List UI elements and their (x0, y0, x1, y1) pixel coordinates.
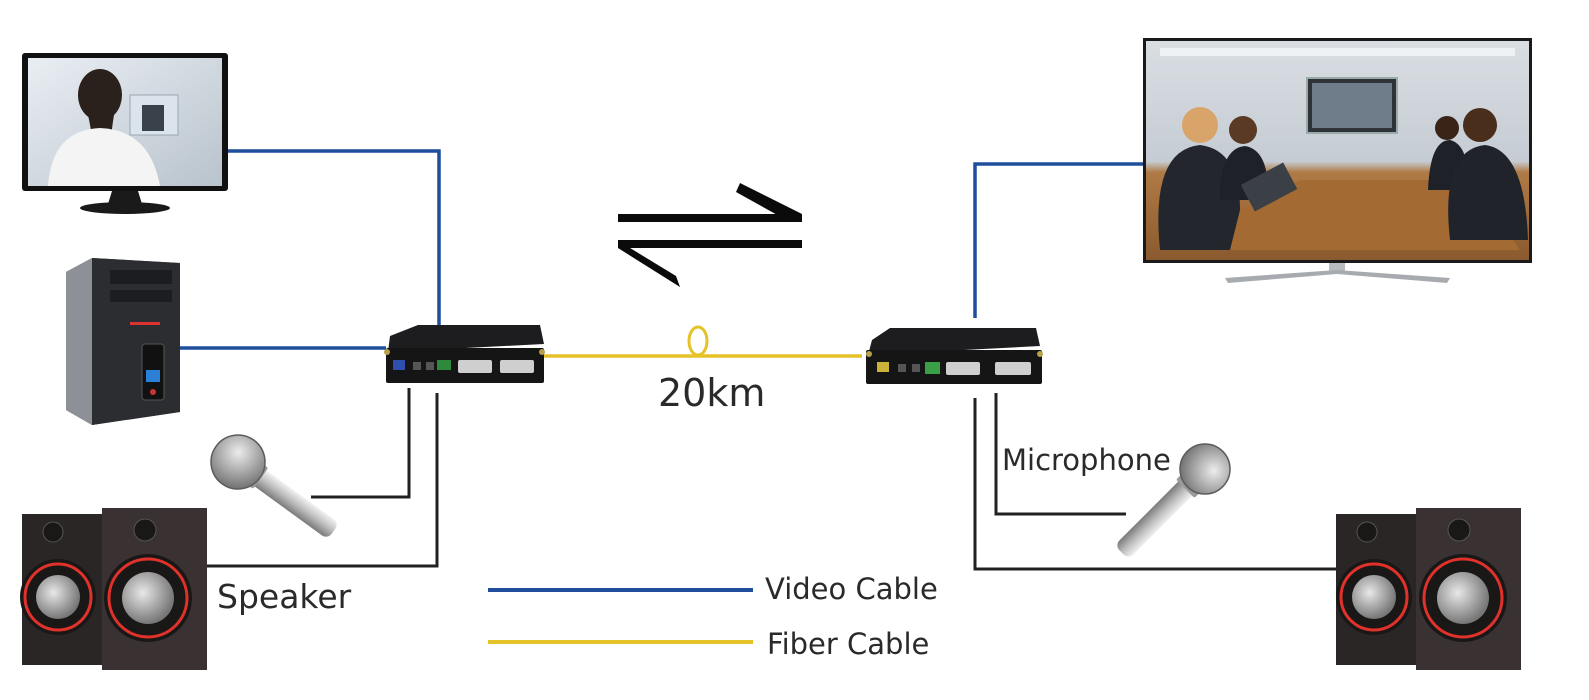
monitor-icon (22, 53, 228, 214)
speaker-icon (20, 508, 207, 670)
distance-label: 20km (658, 371, 765, 415)
tv-icon (1143, 38, 1532, 283)
audio-cable-speaker-right (973, 398, 1340, 571)
legend: Video Cable Fiber Cable (488, 572, 938, 661)
legend-label-fiber: Fiber Cable (767, 627, 929, 661)
audio-cable-mic-left (311, 388, 411, 499)
video-cable-tv (973, 162, 1143, 318)
microphone-icon (1117, 443, 1231, 557)
fiber-coil (687, 325, 709, 357)
fiber-extender-icon (384, 325, 545, 383)
video-cable-monitor (228, 149, 441, 330)
bidirectional-arrows-icon (618, 183, 802, 287)
audio-cable-speaker-left (205, 393, 439, 568)
microphone-icon (210, 434, 337, 537)
audio-cable-mic-right (994, 393, 1126, 516)
fiber-extender-icon (866, 328, 1043, 384)
speaker-label: Speaker (217, 577, 352, 616)
cables (180, 149, 1340, 571)
legend-label-video: Video Cable (765, 572, 938, 606)
pc-tower-icon (66, 258, 180, 425)
speaker-icon (1336, 508, 1521, 670)
microphone-label: Microphone (1002, 443, 1171, 477)
